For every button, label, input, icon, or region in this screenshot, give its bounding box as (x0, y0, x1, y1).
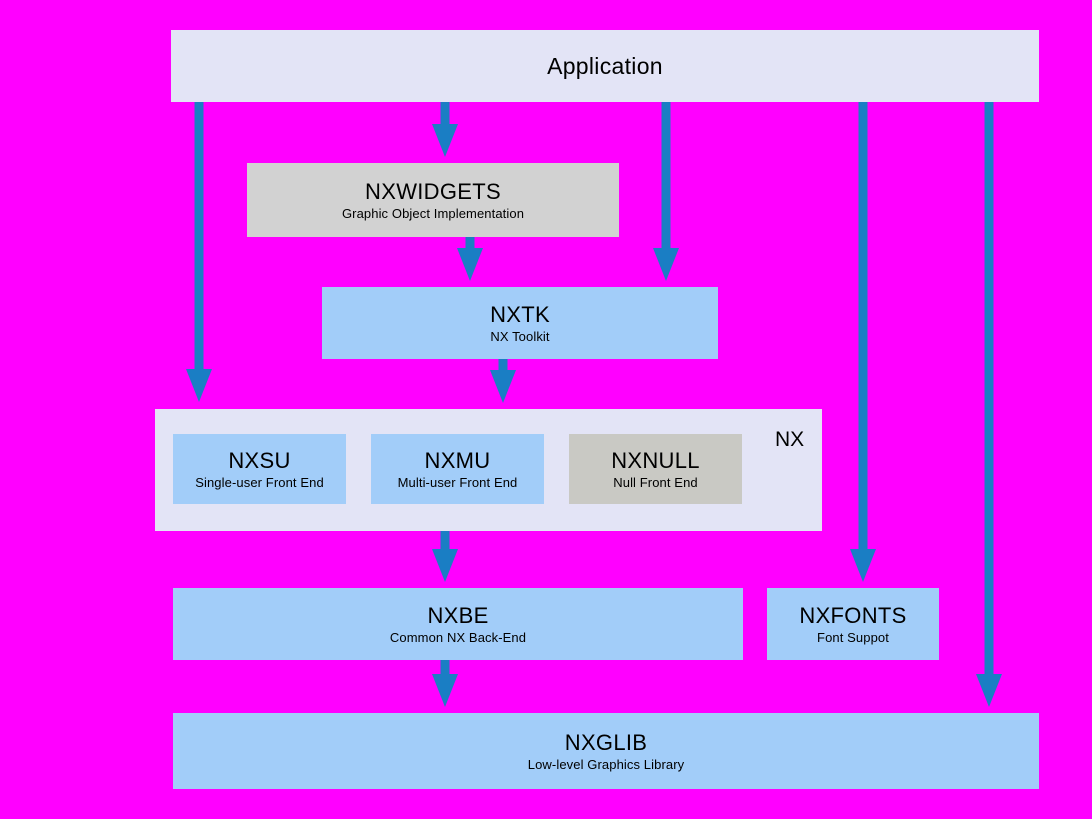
arrow-shaft-application-to-nxsu (194, 102, 204, 371)
box-nxwidgets[interactable]: NXWIDGETS Graphic Object Implementation (247, 163, 619, 237)
box-nxsu[interactable]: NXSU Single-user Front End (173, 434, 346, 504)
arrow-head-application-to-nxsu (186, 369, 212, 402)
box-nxbe-subtitle: Common NX Back-End (389, 629, 527, 645)
box-nxtk-subtitle: NX Toolkit (490, 328, 550, 344)
nx-group-label: NX (775, 428, 805, 451)
box-nxnull[interactable]: NXNULL Null Front End (569, 434, 742, 504)
box-nxbe-title: NXBE (427, 602, 489, 628)
box-nxglib[interactable]: NXGLIB Low-level Graphics Library (173, 713, 1039, 789)
box-nxmu[interactable]: NXMU Multi-user Front End (371, 434, 544, 504)
arrow-head-application-to-nxglib (976, 674, 1002, 707)
box-application-title: Application (547, 53, 663, 79)
box-nxsu-title: NXSU (228, 447, 291, 473)
arrow-head-application-to-nxtk (653, 248, 679, 281)
box-application[interactable]: Application (171, 30, 1039, 102)
arrow-shaft-nx-to-nxbe (440, 531, 450, 551)
box-nxnull-subtitle: Null Front End (613, 474, 698, 490)
arrow-shaft-application-to-nxwidgets (440, 102, 450, 126)
box-nxwidgets-subtitle: Graphic Object Implementation (341, 205, 525, 221)
box-nxbe[interactable]: NXBE Common NX Back-End (173, 588, 743, 660)
box-nxtk[interactable]: NXTK NX Toolkit (322, 287, 718, 359)
box-nxglib-subtitle: Low-level Graphics Library (527, 756, 685, 772)
box-nxfonts-subtitle: Font Suppot (817, 629, 889, 645)
arrow-head-nx-to-nxbe (432, 549, 458, 582)
arrow-head-application-to-nxfonts (850, 549, 876, 582)
arrow-shaft-application-to-nxfonts (858, 102, 868, 551)
arrow-head-nxbe-to-nxglib (432, 674, 458, 707)
arrow-shaft-application-to-nxglib (984, 102, 994, 676)
arrow-shaft-nxbe-to-nxglib (440, 660, 450, 676)
arrow-shaft-nxwidgets-to-nxtk (465, 237, 475, 250)
box-nxfonts[interactable]: NXFONTS Font Suppot (767, 588, 939, 660)
arrow-shaft-nxtk-to-nx (498, 359, 508, 372)
arrow-head-nxtk-to-nx (490, 370, 516, 403)
box-nxglib-title: NXGLIB (564, 729, 648, 755)
arrow-head-nxwidgets-to-nxtk (457, 248, 483, 281)
box-nxwidgets-title: NXWIDGETS (365, 178, 501, 204)
arrow-shaft-application-to-nxtk (661, 102, 671, 250)
box-nxfonts-title: NXFONTS (799, 602, 907, 628)
box-nxmu-title: NXMU (424, 447, 491, 473)
box-nxnull-title: NXNULL (611, 447, 700, 473)
box-nxtk-title: NXTK (490, 301, 550, 327)
arrow-head-application-to-nxwidgets (432, 124, 458, 157)
box-nxmu-subtitle: Multi-user Front End (397, 474, 518, 490)
box-nxsu-subtitle: Single-user Front End (195, 474, 324, 490)
